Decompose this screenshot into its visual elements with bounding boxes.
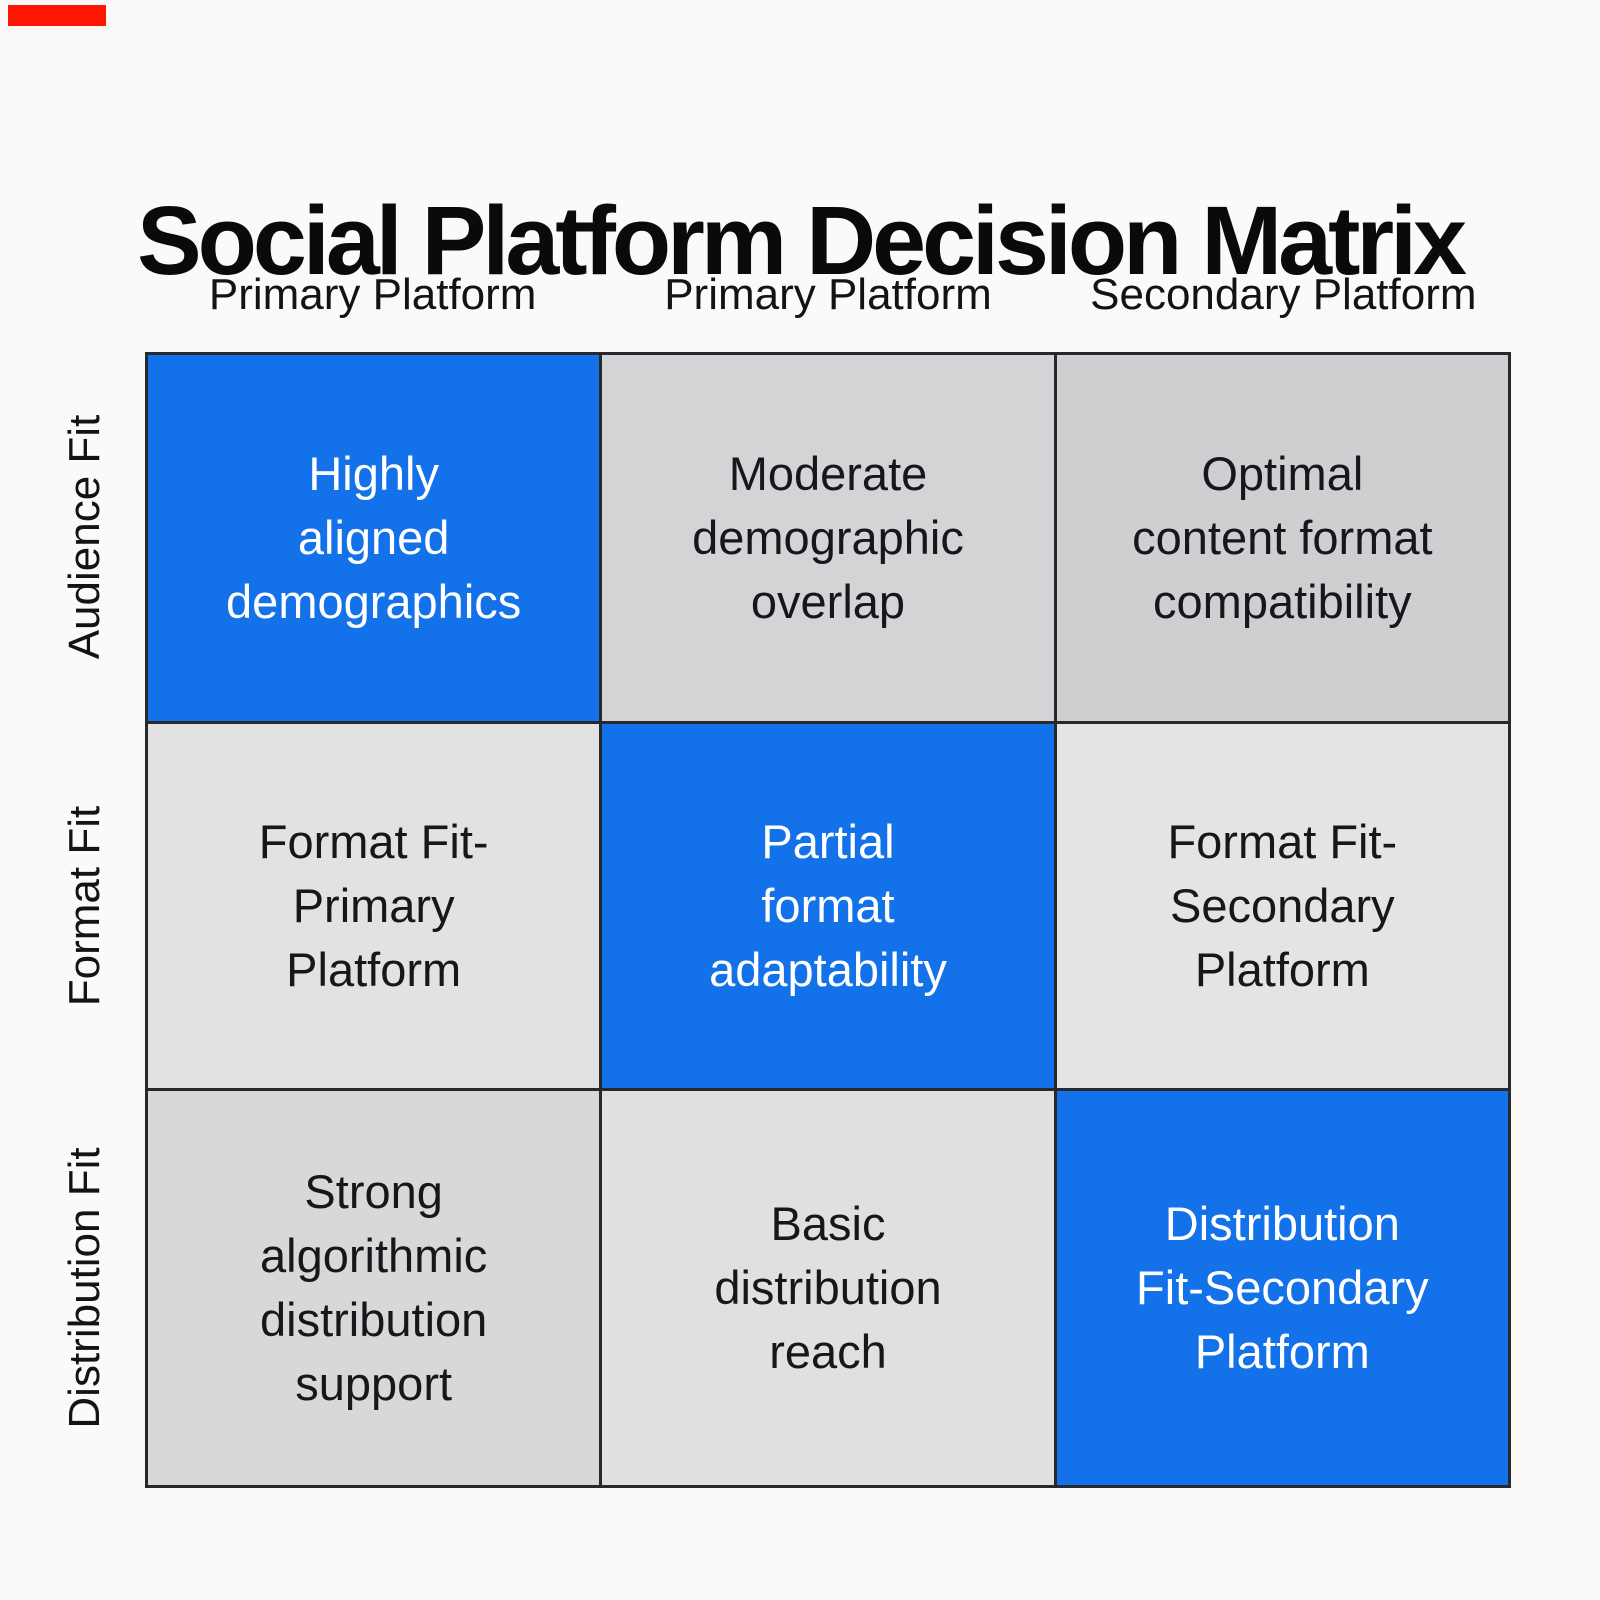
cell-audience-fit-primary-1: Highly aligned demographics [148,355,600,721]
row-label-audience-fit: Audience Fit [60,414,109,660]
cell-distribution-fit-secondary: Distribution Fit-Secondary Platform [1056,1091,1508,1485]
cell-distribution-fit-primary-1: Strong algorithmic distribution support [148,1091,600,1485]
red-corner-bar [8,5,106,26]
cell-distribution-fit-primary-2: Basic distribution reach [602,1091,1054,1485]
cell-audience-fit-secondary: Optimal content format compatibility [1056,355,1508,721]
cell-format-fit-secondary: Format Fit- Secondary Platform [1056,724,1508,1088]
column-header-primary-platform-1: Primary Platform [208,270,537,319]
cell-format-fit-primary-1: Format Fit- Primary Platform [148,724,600,1088]
cell-format-fit-primary-2: Partial format adaptability [602,724,1054,1088]
column-headers: Primary Platform Primary Platform Second… [145,270,1511,320]
page-title: Social Platform Decision Matrix [136,185,1467,295]
decision-matrix-grid: Highly aligned demographics Moderate dem… [145,352,1511,1488]
row-label-format-fit: Format Fit [60,805,109,1007]
row-label-distribution-fit: Distribution Fit [60,1147,109,1429]
column-header-secondary-platform: Secondary Platform [1090,270,1477,319]
cell-audience-fit-primary-2: Moderate demographic overlap [602,355,1054,721]
column-header-primary-platform-2: Primary Platform [664,270,992,319]
